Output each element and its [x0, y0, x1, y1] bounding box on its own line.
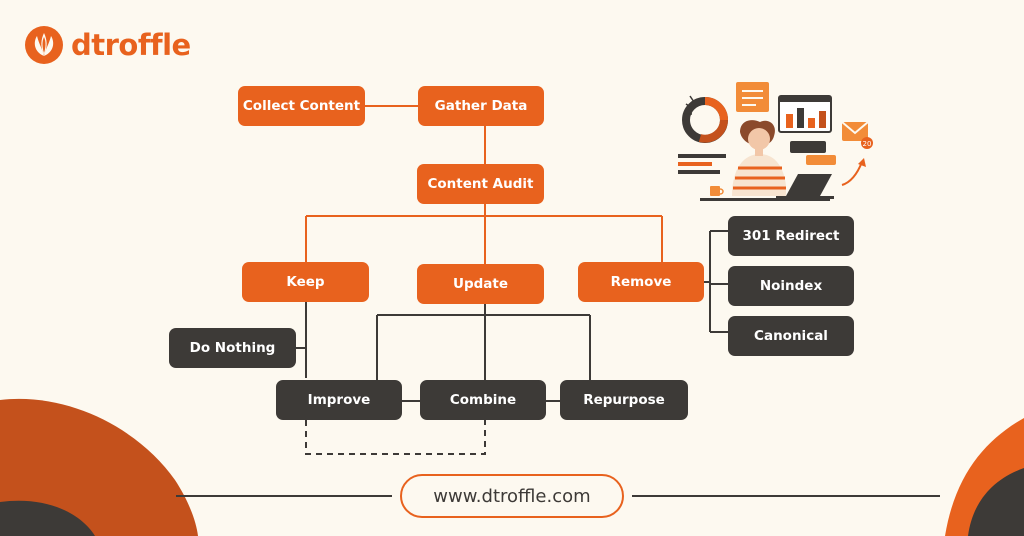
- list-lines-icon: [678, 154, 726, 174]
- trend-arrow-icon: [841, 161, 863, 186]
- node-gather-data: Gather Data: [418, 86, 544, 126]
- node-content-audit: Content Audit: [417, 164, 544, 204]
- mail-icon: [841, 121, 873, 149]
- bar-chart-board-icon: [778, 95, 832, 133]
- node-remove: Remove: [578, 262, 704, 302]
- website-url[interactable]: www.dtroffle.com: [400, 474, 624, 518]
- node-do-nothing: Do Nothing: [169, 328, 296, 368]
- bottom-left-blob: [0, 398, 198, 536]
- brand-logo: dtroffle: [24, 25, 191, 65]
- person-illustration: [732, 120, 786, 196]
- sticky-note-icon: [736, 82, 769, 112]
- node-canonical: Canonical: [728, 316, 854, 356]
- sparkle-icon: [684, 95, 695, 115]
- node-noindex: Noindex: [728, 266, 854, 306]
- bottom-right-blob-dark: [968, 468, 1024, 536]
- notification-badge: 20: [863, 140, 872, 148]
- edge-dashed-loop: [305, 420, 486, 455]
- node-keep: Keep: [242, 262, 369, 302]
- laptop-icon: [776, 174, 834, 199]
- dark-connectors: [296, 230, 728, 455]
- desk-line: [700, 198, 830, 201]
- node-update: Update: [417, 264, 544, 304]
- donut-chart-icon: [682, 97, 728, 143]
- node-improve: Improve: [276, 380, 402, 420]
- node-combine: Combine: [420, 380, 546, 420]
- node-301-redirect: 301 Redirect: [728, 216, 854, 256]
- node-repurpose: Repurpose: [560, 380, 688, 420]
- leaf-logo-icon: [25, 26, 63, 64]
- orange-connectors: [305, 105, 663, 264]
- brand-name: dtroffle: [71, 28, 191, 62]
- node-collect-content: Collect Content: [238, 86, 365, 126]
- bottom-left-blob-dark: [0, 500, 95, 536]
- chat-bubble-icon: [790, 141, 836, 165]
- coffee-cup-icon: [710, 186, 724, 196]
